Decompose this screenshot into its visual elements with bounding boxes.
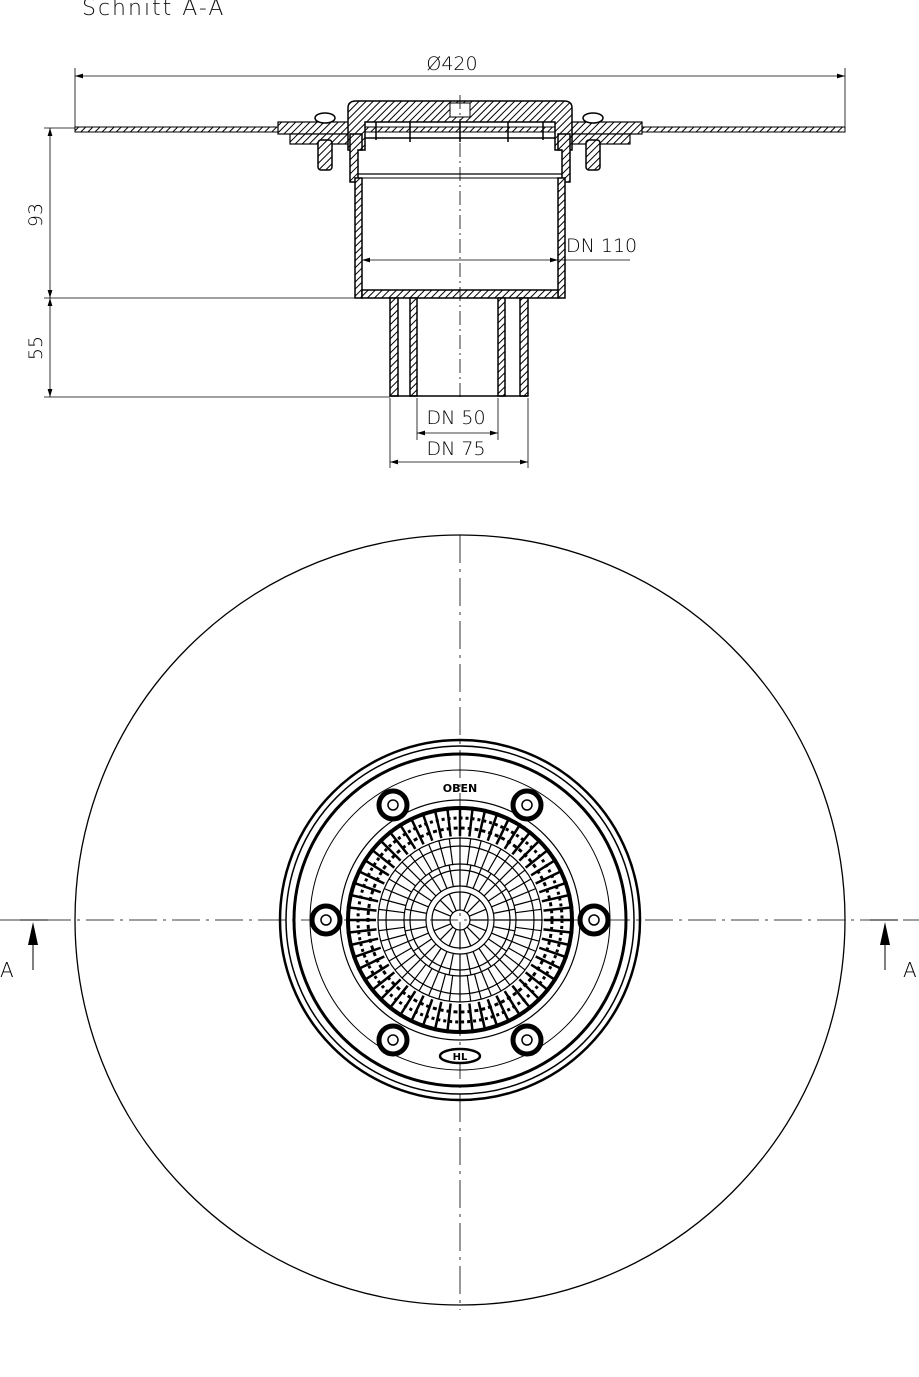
- screw-icon: [309, 903, 343, 937]
- body-wall-left: [354, 177, 363, 299]
- grate-pattern: [346, 806, 574, 1034]
- section-title: Schnitt A-A: [82, 0, 226, 21]
- clamp-ring-left: [277, 121, 351, 135]
- hl-logo-text: HL: [453, 1052, 468, 1063]
- dim-dn50-label: DN 50: [426, 407, 485, 429]
- screw-icon: [577, 903, 611, 937]
- screw-icon: [510, 1023, 544, 1057]
- screw-right: [585, 139, 601, 171]
- section-view: [44, 68, 846, 468]
- dim-55-label: 55: [25, 336, 47, 360]
- section-mark-left: A: [0, 958, 14, 982]
- screw-icon: [510, 788, 544, 822]
- dim-dn75-label: DN 75: [426, 438, 485, 460]
- section-arrow-left: [28, 922, 38, 945]
- section-mark-right: A: [903, 958, 917, 982]
- body-wall-right: [557, 177, 566, 299]
- dim-93-label: 93: [25, 203, 47, 227]
- outlet-dn50-right: [497, 297, 506, 397]
- dim-diameter-label: Ø420: [426, 53, 477, 75]
- hl-logo: [438, 1047, 482, 1065]
- clamp-ring-right: [569, 121, 643, 135]
- screw-icon: [376, 788, 410, 822]
- screw-icon: [376, 1023, 410, 1057]
- dim-dn110-label: DN 110: [566, 235, 637, 257]
- plan-view: [0, 534, 919, 1310]
- outlet-dn75-left: [389, 297, 399, 397]
- outlet-dn75-right: [519, 297, 529, 397]
- oben-marking: OBEN: [443, 782, 477, 795]
- screw-left: [317, 139, 333, 171]
- outlet-dn50-left: [409, 297, 418, 397]
- section-arrow-right: [880, 922, 890, 945]
